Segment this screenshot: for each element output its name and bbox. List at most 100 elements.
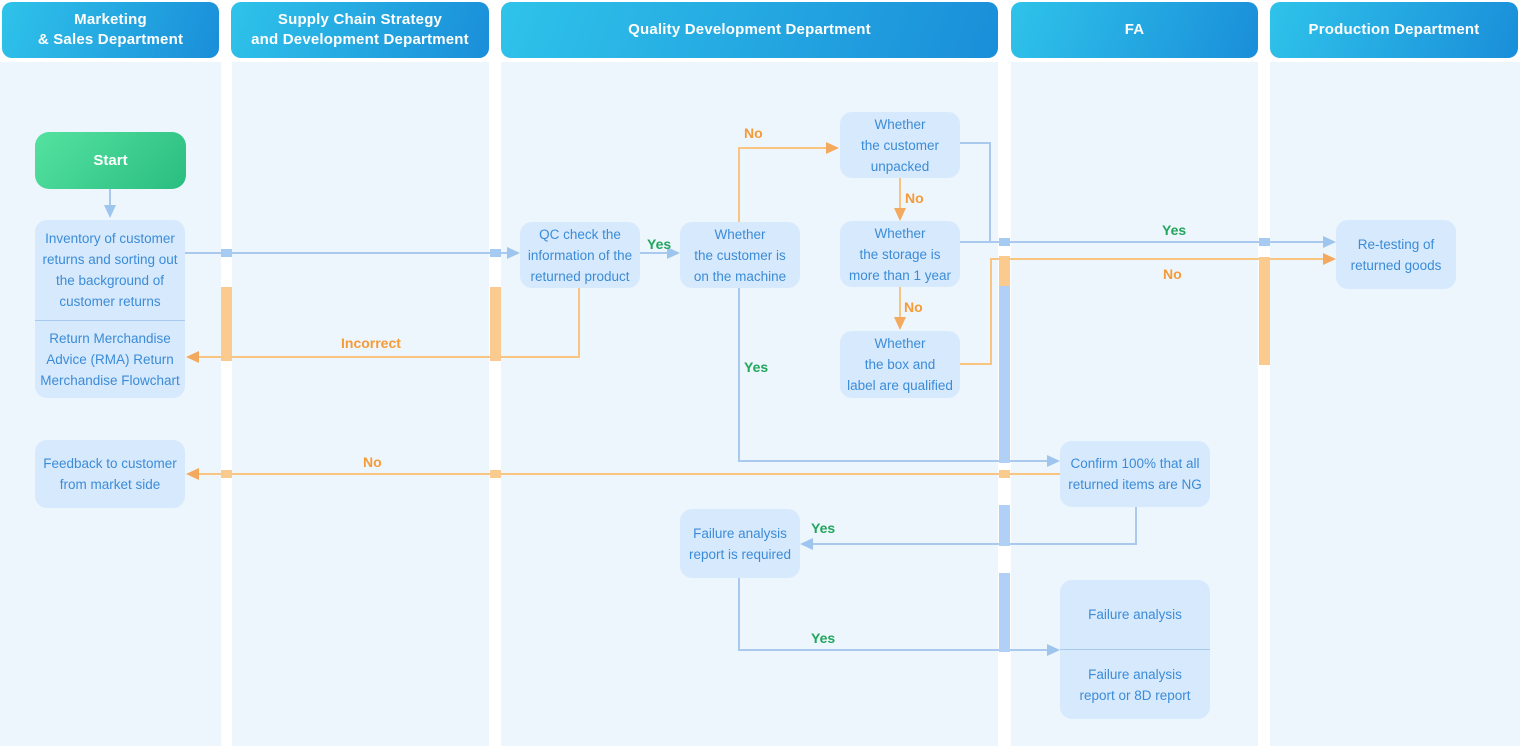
node-text: returned goods [1350, 257, 1442, 273]
arrowhead-right [507, 247, 520, 259]
node-text: more than 1 year [848, 267, 952, 283]
node-text: Advice (RMA) Return [46, 352, 174, 367]
node-text: Whether [874, 336, 926, 351]
arrowhead-left [800, 538, 813, 550]
node-text: the box and [864, 357, 936, 372]
lane-gap-bar [999, 256, 1010, 286]
node-divider [1060, 649, 1210, 650]
node-customer-unpacked: Whether the customer unpacked [840, 112, 960, 178]
node-text: QC check the [539, 226, 621, 242]
node-text: report is required [688, 546, 792, 562]
node-failure-analysis: Failure analysis [1060, 580, 1210, 649]
edge-machine-to-confirm-vertical [738, 288, 740, 461]
lane-production [1270, 62, 1520, 746]
edge-unpacked-to-storage [899, 178, 901, 209]
node-failure-report-8d: Failure analysis report or 8D report [1060, 650, 1210, 719]
node-retesting: Re-testing of returned goods [1336, 220, 1456, 289]
node-inventory-rma-group: Inventory of customer returns and sortin… [35, 220, 185, 398]
node-text: Whether [874, 116, 926, 132]
lane-gap-bar [221, 287, 232, 361]
node-text: Whether [714, 226, 766, 242]
node-text: returned product [530, 268, 630, 284]
arrowhead-right [667, 247, 680, 259]
lane-gap-bridge [999, 238, 1010, 246]
node-text: the customer [860, 137, 940, 153]
lane-gap-bridge [1259, 238, 1270, 246]
arrowhead-right [826, 142, 839, 154]
edge-storage-to-boxlabel [899, 287, 901, 318]
node-text: Inventory of customer [45, 231, 175, 246]
lane-header-fa: FA [1011, 2, 1258, 58]
edge-qc-incorrect-horizontal [199, 356, 580, 358]
node-text: on the machine [693, 268, 787, 284]
node-feedback: Feedback to customer from market side [35, 440, 185, 508]
node-text: the customer is [694, 247, 786, 263]
arrowhead-right [1323, 236, 1336, 248]
lane-gap-bridge [221, 249, 232, 257]
lane-gap-bar [999, 573, 1010, 652]
edge-boxlabel-no-to-retest [990, 258, 1323, 260]
edge-confirm-to-failreq-horizontal [813, 543, 1136, 545]
node-text: from market side [59, 477, 161, 492]
edge-qc-incorrect-vertical [578, 288, 580, 358]
node-text: Re-testing of [1357, 236, 1435, 252]
node-text: Merchandise Flowchart [40, 373, 180, 388]
lane-header-text: FA [1124, 21, 1145, 38]
lane-header-text: & Sales Department [37, 31, 184, 48]
edge-label-incorrect: Incorrect [341, 335, 401, 351]
node-text: Failure analysis [1088, 607, 1182, 622]
edge-unpacked-yes-vertical [989, 142, 991, 243]
node-text: report or 8D report [1079, 687, 1191, 703]
edge-inventory-to-qc [185, 252, 507, 254]
arrowhead-left [186, 351, 199, 363]
lane-header-quality-development: Quality Development Department [501, 2, 998, 58]
node-start: Start [35, 132, 186, 189]
node-text: Feedback to customer [43, 456, 177, 471]
edge-machine-to-confirm-horizontal [738, 460, 1047, 462]
node-text: Failure analysis [1088, 666, 1182, 682]
edge-label-yes: Yes [744, 359, 769, 375]
edge-failreq-to-fa-vertical [738, 578, 740, 651]
lane-gap-bridge [999, 470, 1010, 478]
lane-header-text: Quality Development Department [628, 21, 871, 38]
node-box-label-qualified: Whether the box and label are qualified [840, 331, 960, 398]
lane-gap-bridge [490, 249, 501, 257]
node-inventory: Inventory of customer returns and sortin… [35, 220, 185, 320]
arrowhead-down [894, 317, 906, 330]
edge-qc-to-machine [640, 252, 668, 254]
lane-header-production: Production Department [1270, 2, 1518, 58]
lane-header-text: and Development Department [251, 31, 469, 48]
edge-label-yes: Yes [1162, 222, 1187, 238]
node-text: returned items are NG [1068, 477, 1202, 492]
edge-storage-yes-to-retest [960, 241, 1323, 243]
lane-gap-bridge [490, 470, 501, 478]
edge-label-no: No [1163, 266, 1182, 282]
lane-header-text: Production Department [1308, 21, 1480, 38]
node-text: unpacked [870, 158, 930, 174]
node-text: Confirm 100% that all [1070, 456, 1200, 471]
arrowhead-left [186, 468, 199, 480]
arrowhead-right [1047, 455, 1060, 467]
node-qc-check: QC check the information of the returned… [520, 222, 640, 288]
node-failure-report-required: Failure analysis report is required [680, 509, 800, 578]
node-text: Start [93, 152, 128, 169]
node-text: returns and sorting out [42, 252, 178, 267]
edge-boxlabel-no-horizontal1 [960, 363, 992, 365]
node-text: customer returns [59, 294, 161, 309]
node-text: information of the [527, 247, 633, 263]
edge-boxlabel-no-vertical [990, 258, 992, 364]
node-text: label are qualified [847, 378, 953, 393]
lane-gap-bar [999, 286, 1010, 463]
edge-label-yes: Yes [647, 236, 672, 252]
edge-label-yes: Yes [811, 520, 836, 536]
edge-label-no: No [363, 454, 382, 470]
node-confirm-ng: Confirm 100% that all returned items are… [1060, 441, 1210, 507]
node-storage-one-year: Whether the storage is more than 1 year [840, 221, 960, 287]
node-text: the storage is [859, 246, 941, 262]
node-text: the background of [55, 273, 165, 288]
edge-confirm-no-to-feedback [199, 473, 1060, 475]
edge-failreq-to-fa-horizontal [738, 649, 1047, 651]
edge-label-no: No [904, 299, 923, 315]
lane-gap-bar [1259, 257, 1270, 365]
